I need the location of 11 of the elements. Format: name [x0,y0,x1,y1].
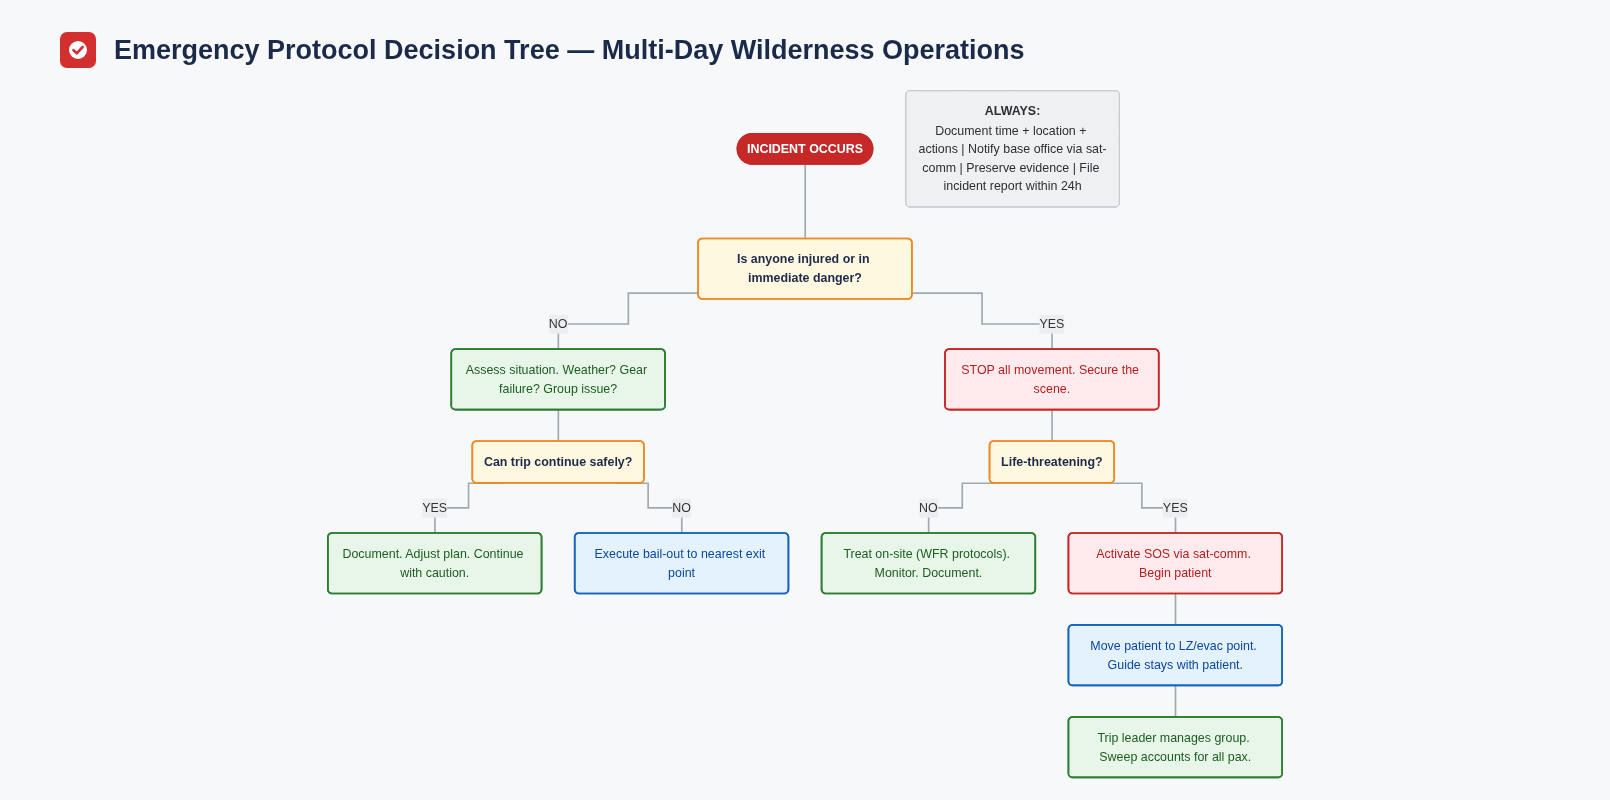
edge-label: YES [1039,316,1065,331]
edge-label: NO [919,500,938,515]
connector [557,409,560,443]
connector [911,292,1054,351]
edge-label: YES [1162,500,1188,515]
edge-label: NO [548,316,568,331]
edge-label: NO [672,500,691,515]
connector [1051,409,1054,443]
edge-label: YES [422,500,448,515]
connector [804,163,807,240]
title: Emergency Protocol Decision Tree — Multi-Day Wilderness Operations [114,34,1025,66]
